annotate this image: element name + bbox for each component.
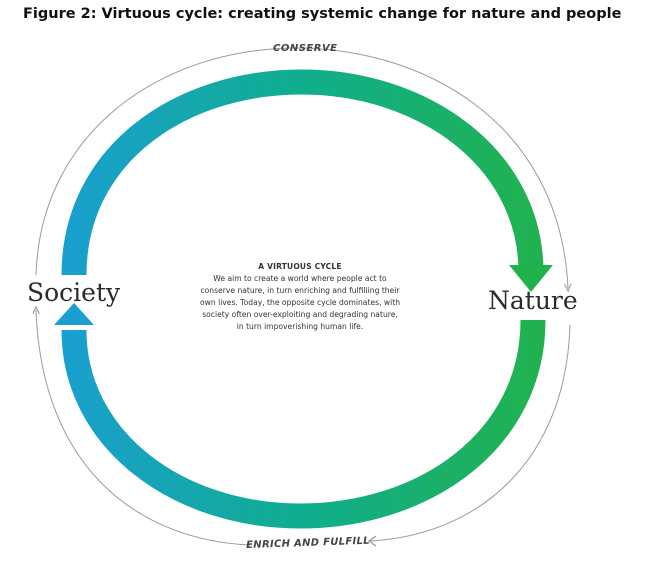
conserve-thin-arrow (35, 47, 568, 288)
center-description: A VIRTUOUS CYCLE We aim to create a worl… (200, 262, 400, 333)
enrich-thin-arrow-head (367, 535, 377, 547)
society-label: Society (27, 278, 121, 307)
enrich-thin-arrow (36, 310, 571, 546)
conserve-label: CONSERVE (273, 43, 338, 54)
figure-title: Figure 2: Virtuous cycle: creating syste… (23, 6, 622, 22)
bottom-cycle-arrow (61, 319, 546, 529)
center-body-text: We aim to create a world where people ac… (200, 274, 401, 331)
top-cycle-arrow (61, 69, 544, 276)
bottom-arrowhead (54, 303, 94, 325)
center-heading: A VIRTUOUS CYCLE (258, 262, 342, 271)
nature-label: Nature (488, 286, 578, 315)
top-arrowhead (509, 265, 553, 292)
